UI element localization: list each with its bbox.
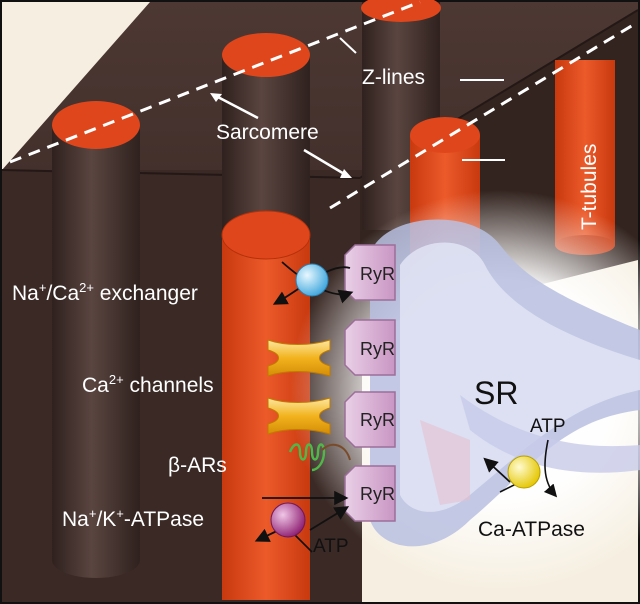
- ryr-label: RyR: [360, 484, 395, 504]
- ryr-label: RyR: [360, 410, 395, 430]
- nka-sup2: +: [116, 506, 124, 521]
- nka-prefix: Na: [62, 508, 89, 531]
- ca-channels-sup: 2+: [109, 372, 124, 387]
- atp-serca-label: ATP: [530, 416, 566, 437]
- ryr-receptor: RyR: [344, 244, 396, 301]
- ncx-label-prefix: Na: [12, 282, 39, 305]
- sarcomere-label: Sarcomere: [216, 121, 319, 144]
- serca-pump: [483, 439, 558, 498]
- ca-channels-prefix: Ca: [82, 374, 109, 397]
- ca-channels-label: Ca2+ channels: [82, 372, 214, 397]
- nka-mid: /K: [96, 508, 116, 531]
- z-lines: [9, 0, 639, 210]
- ca-channels-suffix: channels: [124, 374, 214, 397]
- sr-label: SR: [474, 375, 518, 411]
- ryr-label: RyR: [360, 264, 395, 284]
- ca-channel: [267, 339, 331, 377]
- ncx-label-sup2: 2+: [79, 280, 94, 295]
- sarcomere-arrows: [210, 93, 352, 178]
- beta-ar: [288, 443, 351, 472]
- ncx-label-suffix: exchanger: [94, 282, 198, 305]
- labels: Z-lines Sarcomere T-tubules Na+/Ca2+ exc…: [12, 66, 601, 557]
- ca-channels: [267, 339, 331, 435]
- ryr-column: RyR RyR RyR RyR: [344, 244, 396, 522]
- atp-pump-label: ATP: [313, 536, 349, 557]
- na-k-atpase-label: Na+/K+-ATPase: [62, 506, 204, 531]
- ncx-label-sup1: +: [39, 280, 47, 295]
- ryr-receptor: RyR: [344, 391, 396, 448]
- ncx-label: Na+/Ca2+ exchanger: [12, 280, 198, 305]
- z-lines-label: Z-lines: [362, 66, 425, 89]
- t-tubules-label: T-tubules: [578, 144, 601, 230]
- ryr-label: RyR: [360, 339, 395, 359]
- beta-ars-label: β-ARs: [168, 454, 227, 477]
- ca-channel: [267, 397, 331, 435]
- ncx-label-mid: /Ca: [46, 282, 79, 305]
- ryr-receptor: RyR: [344, 465, 396, 522]
- nka-sup1: +: [89, 506, 97, 521]
- ca-atpase-label: Ca-ATPase: [478, 518, 585, 541]
- ryr-receptor: RyR: [344, 319, 396, 376]
- na-k-atpase: [254, 490, 350, 553]
- nka-suffix: -ATPase: [124, 508, 204, 531]
- ncx-exchanger: [272, 261, 354, 305]
